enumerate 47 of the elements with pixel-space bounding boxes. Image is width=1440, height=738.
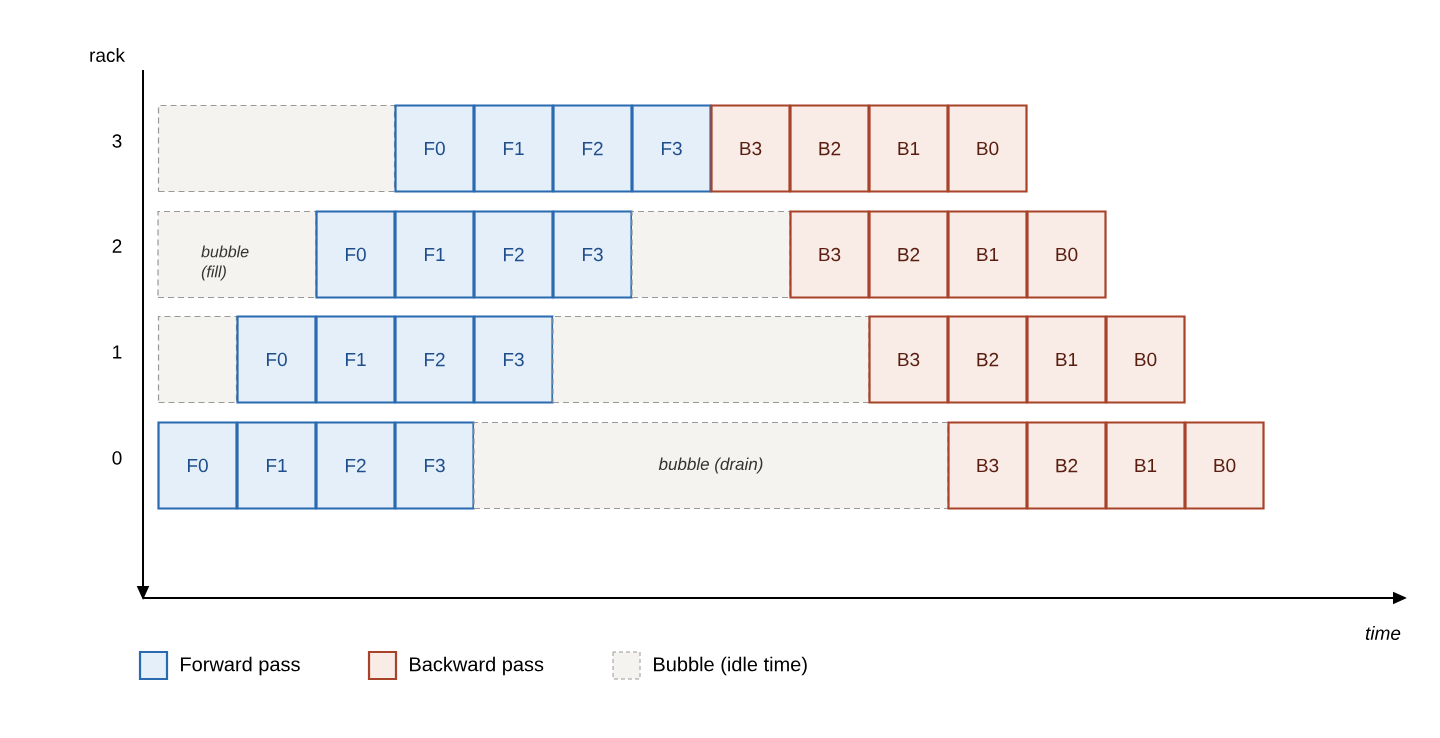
backward-block: B0 <box>1026 210 1107 299</box>
forward-block: F3 <box>552 210 633 299</box>
axis-label: rack <box>90 48 125 62</box>
forward-block: F0 <box>157 421 238 510</box>
forward-block: F0 <box>394 104 475 193</box>
backward-block: B3 <box>710 104 791 193</box>
row-number: 3 <box>112 134 122 148</box>
backward-block: B0 <box>947 104 1028 193</box>
bubble-block <box>552 315 870 404</box>
backward-block: B1 <box>1105 421 1186 510</box>
backward-block: B2 <box>1026 421 1107 510</box>
backward-block: B1 <box>1026 315 1107 404</box>
forward-block: F1 <box>394 210 475 299</box>
bubble-block <box>157 315 238 404</box>
forward-block: F2 <box>315 421 396 510</box>
backward-block: B2 <box>789 104 870 193</box>
backward-block: B1 <box>868 104 949 193</box>
backward-block: B0 <box>1184 421 1265 510</box>
forward-block: F1 <box>315 315 396 404</box>
forward-block: F2 <box>473 210 554 299</box>
backward-block: B2 <box>868 210 949 299</box>
backward-block: B2 <box>947 315 1028 404</box>
legend-label: Bubble (idle time) <box>654 656 807 676</box>
forward-block: F3 <box>631 104 712 193</box>
bubble-block: bubble (drain) <box>473 421 949 510</box>
forward-block: F1 <box>236 421 317 510</box>
forward-block: F2 <box>394 315 475 404</box>
forward-block: F1 <box>473 104 554 193</box>
axis-label: time <box>1365 626 1401 640</box>
row-number: 2 <box>112 239 122 253</box>
bubble-block <box>631 210 791 299</box>
row-number: 1 <box>113 345 122 359</box>
legend-label: Backward pass <box>410 656 544 676</box>
forward-block: F0 <box>236 315 317 404</box>
forward-block: F3 <box>473 315 554 404</box>
backward-block: B0 <box>1105 315 1186 404</box>
bubble-block <box>157 104 396 193</box>
forward-block: F3 <box>394 421 475 510</box>
backward-block: B3 <box>868 315 949 404</box>
legend-label: Forward pass <box>181 656 300 676</box>
backward-block: B3 <box>789 210 870 299</box>
row-number: 0 <box>112 451 122 465</box>
backward-block: B1 <box>947 210 1028 299</box>
bubble-block: bubble (fill) <box>157 210 317 299</box>
backward-block: B3 <box>947 421 1028 510</box>
forward-block: F2 <box>552 104 633 193</box>
forward-block: F0 <box>315 210 396 299</box>
